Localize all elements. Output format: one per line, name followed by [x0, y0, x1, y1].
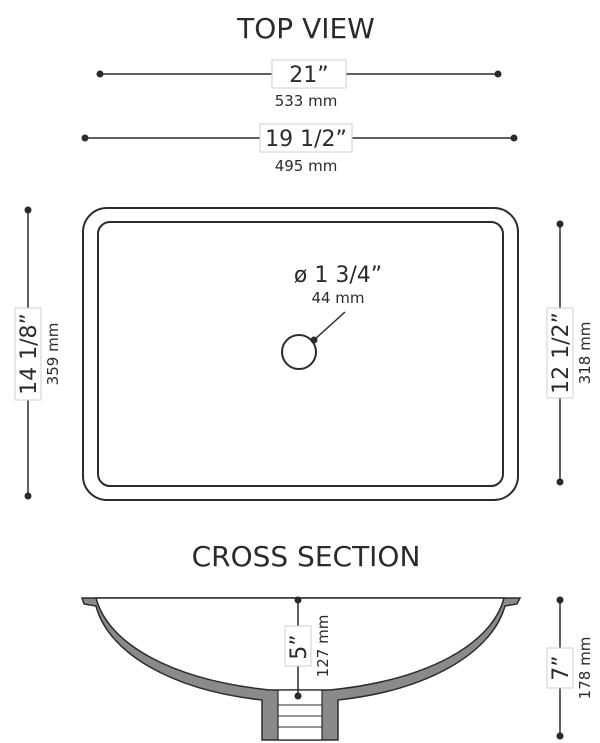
- sink-cross-section-profile: [80, 597, 522, 741]
- inner-width-left-dot: [81, 134, 89, 142]
- section-drain-threads: [278, 704, 322, 728]
- bowl-depth-dimension: 5” 127 mm: [284, 596, 332, 700]
- outer-width-right-dot: [494, 70, 502, 78]
- inner-width-metric: 495 mm: [275, 157, 338, 175]
- inner-depth-label-box: [546, 307, 574, 399]
- drain-hole: [281, 334, 317, 370]
- inner-depth-top-dot: [556, 220, 564, 228]
- drain-leader-line: [313, 311, 346, 341]
- outer-depth-top-dot: [24, 206, 32, 214]
- drain-leader-dot: [310, 336, 318, 344]
- inner-depth-bottom-dot: [556, 478, 564, 486]
- outer-depth-metric: 359 mm: [44, 323, 62, 386]
- cross-section-title: CROSS SECTION: [192, 540, 421, 573]
- outer-width-label-box: [271, 59, 347, 89]
- bowl-depth-bottom-dot: [294, 692, 302, 700]
- outer-depth-bottom-dot: [24, 492, 32, 500]
- outer-width-left-dot: [96, 70, 104, 78]
- outer-width-metric: 533 mm: [275, 92, 338, 110]
- inner-depth-imperial: 12 1/2”: [549, 312, 574, 394]
- outer-depth-dimension: 14 1/8” 359 mm: [14, 206, 62, 500]
- outer-width-imperial: 21”: [289, 63, 328, 88]
- bowl-depth-imperial: 5”: [287, 634, 312, 659]
- inner-width-right-dot: [510, 134, 518, 142]
- outer-width-dimension: 21” 533 mm: [96, 59, 502, 110]
- bowl-depth-metric: 127 mm: [314, 615, 332, 678]
- inner-width-label-box: [259, 123, 353, 153]
- total-height-top-dot: [556, 596, 564, 604]
- total-height-metric: 178 mm: [576, 637, 594, 700]
- outer-depth-imperial: 14 1/8”: [17, 313, 42, 395]
- inner-width-dimension: 19 1/2” 495 mm: [81, 123, 518, 175]
- total-height-bottom-dot: [556, 732, 564, 740]
- drain-imperial: ø 1 3/4”: [294, 263, 382, 288]
- inner-depth-metric: 318 mm: [576, 322, 594, 385]
- inner-depth-dimension: 12 1/2” 318 mm: [546, 220, 594, 486]
- top-view-title: TOP VIEW: [236, 12, 375, 45]
- total-height-imperial: 7”: [549, 655, 574, 680]
- inner-width-imperial: 19 1/2”: [265, 127, 347, 152]
- drain-callout: ø 1 3/4” 44 mm: [281, 263, 382, 370]
- bowl-depth-top-dot: [294, 596, 302, 604]
- total-height-dimension: 7” 178 mm: [546, 596, 594, 740]
- total-height-label-box: [546, 647, 574, 689]
- bowl-depth-label-box: [284, 625, 312, 667]
- outer-depth-label-box: [14, 307, 42, 401]
- drain-metric: 44 mm: [311, 289, 364, 307]
